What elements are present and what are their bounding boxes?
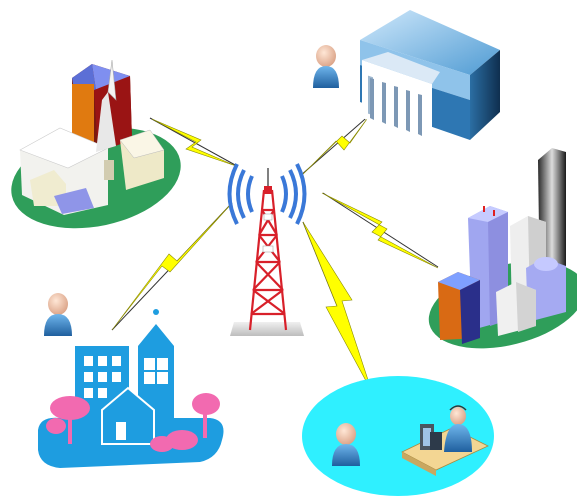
office-desk-icon	[302, 376, 494, 496]
radio-tower-icon	[227, 163, 307, 336]
link-tower-city	[321, 192, 439, 269]
tree-icon	[192, 393, 220, 438]
person-icon	[44, 293, 72, 336]
city-skyscrapers-icon	[428, 148, 577, 349]
village-church-icon	[11, 59, 181, 229]
link-tower-town	[111, 202, 233, 331]
bank-building-icon	[360, 10, 500, 140]
person-icon	[313, 45, 339, 88]
link-tower-bank	[299, 111, 373, 178]
lightning-bolt-icon	[321, 192, 439, 269]
link-tower-office	[302, 221, 373, 393]
lightning-bolt-icon	[302, 221, 373, 393]
lightning-bolt-icon	[111, 202, 233, 331]
tree-icon	[50, 396, 90, 444]
signal-waves-icon	[227, 163, 307, 225]
person-icon	[332, 423, 360, 466]
town-buildings-icon	[38, 309, 224, 468]
